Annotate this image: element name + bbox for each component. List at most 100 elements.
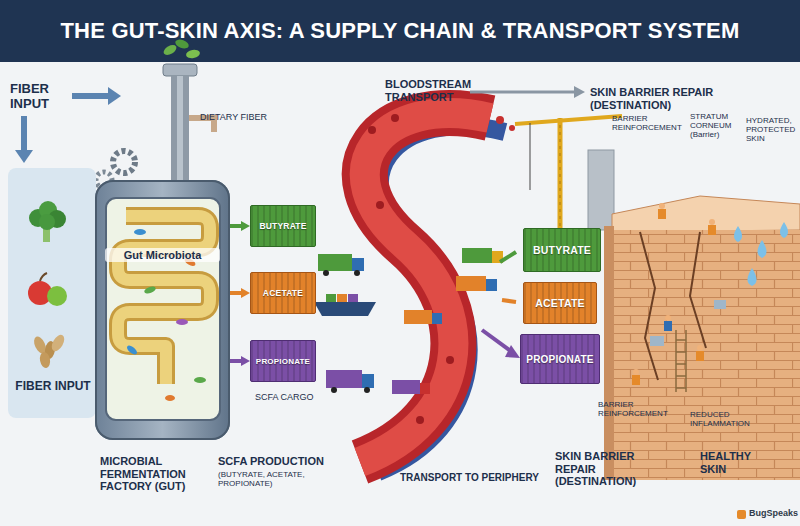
section-label: REDUCED INFLAMMATION bbox=[690, 410, 770, 428]
tank-window bbox=[106, 198, 220, 420]
ship-container bbox=[348, 294, 358, 302]
water-drop bbox=[734, 226, 742, 242]
worker bbox=[632, 375, 640, 385]
fiber-leaf bbox=[162, 43, 178, 57]
bacterium bbox=[134, 229, 146, 235]
factory-tank: Gut Microbiota bbox=[95, 180, 230, 440]
flow-arrow bbox=[21, 116, 27, 150]
ship-container bbox=[337, 294, 347, 302]
water-drop bbox=[758, 240, 767, 258]
bacterium bbox=[143, 285, 156, 295]
grain bbox=[49, 333, 67, 354]
worker bbox=[709, 219, 715, 225]
blood-cell bbox=[376, 201, 384, 209]
section-label: STRATUM CORNEUM (Barrier) bbox=[690, 112, 746, 140]
fiber-leaf bbox=[185, 49, 200, 59]
arrow-head bbox=[241, 356, 250, 366]
worker bbox=[659, 203, 665, 209]
truck-cab bbox=[432, 313, 442, 324]
ship-container bbox=[326, 294, 336, 302]
node-label: Gut Microbiota bbox=[105, 248, 220, 262]
blood-cell bbox=[416, 416, 424, 424]
container-label: PROPIONATE bbox=[256, 357, 310, 366]
building bbox=[588, 150, 614, 230]
blood-cell bbox=[509, 125, 515, 131]
worker bbox=[696, 351, 704, 361]
blood-cell bbox=[391, 114, 399, 122]
connector bbox=[230, 356, 250, 366]
delivery-arrow bbox=[502, 300, 516, 302]
flow-arrow bbox=[470, 91, 574, 94]
connector-line bbox=[230, 291, 241, 295]
truck-cargo bbox=[404, 310, 432, 324]
arrow-head bbox=[574, 86, 585, 98]
worker bbox=[664, 321, 672, 331]
broccoli bbox=[39, 214, 55, 230]
blood-cell bbox=[496, 116, 504, 124]
section-label: FIBER INPUT bbox=[12, 380, 94, 394]
delivery-arrow bbox=[482, 330, 512, 352]
container-label: BUTYRATE bbox=[259, 221, 306, 231]
bacterium bbox=[165, 395, 175, 401]
cargo-container: BUTYRATE bbox=[523, 228, 601, 272]
ladder bbox=[676, 330, 686, 392]
cargo-container: PROPIONATE bbox=[250, 340, 316, 382]
skin-side bbox=[604, 226, 614, 480]
watermark: BugSpeaks bbox=[749, 508, 799, 518]
section-label: HEALTHY SKIN bbox=[700, 450, 770, 475]
section-label: SKIN BARRIER REPAIR (DESTINATION) bbox=[590, 86, 790, 111]
truck-cab bbox=[362, 374, 374, 388]
crane-cable bbox=[530, 123, 531, 190]
arrow-head bbox=[505, 345, 520, 358]
flow-arrow bbox=[72, 93, 108, 99]
stratum-corneum bbox=[612, 196, 800, 232]
worker bbox=[708, 225, 716, 235]
bacterium bbox=[125, 344, 138, 356]
section-label: HYDRATED, PROTECTED SKIN bbox=[746, 116, 798, 144]
section-label: SKIN BARRIER REPAIR (DESTINATION) bbox=[555, 450, 673, 488]
fiber-panel bbox=[8, 168, 96, 418]
green-apple bbox=[47, 286, 67, 306]
section-label: BARRIER REINFORCEMENT bbox=[612, 114, 686, 132]
blood-vessel bbox=[360, 113, 490, 462]
grain bbox=[39, 351, 52, 368]
connector-line bbox=[230, 224, 241, 228]
arrow-head bbox=[241, 221, 250, 231]
header-band bbox=[0, 0, 800, 62]
container-label: PROPIONATE bbox=[526, 354, 593, 365]
section-label: (BUTYRATE, ACETATE, PROPIONATE) bbox=[218, 470, 338, 488]
truck-cargo bbox=[462, 248, 492, 263]
truck-cargo bbox=[318, 254, 352, 271]
section-label: BLOODSTREAM TRANSPORT bbox=[385, 78, 475, 103]
water-drop bbox=[748, 268, 757, 286]
cargo-container: BUTYRATE bbox=[250, 205, 316, 247]
logo-mark bbox=[737, 510, 746, 519]
connector bbox=[230, 288, 250, 298]
worker bbox=[633, 369, 639, 375]
crane-mast bbox=[558, 118, 563, 232]
truck-cargo bbox=[392, 380, 420, 394]
truck-cargo bbox=[456, 276, 486, 291]
truck-cab bbox=[420, 383, 430, 394]
connector-line bbox=[230, 359, 241, 363]
feed-pipe bbox=[171, 76, 189, 186]
water-drop bbox=[780, 222, 788, 238]
container-label: ACETATE bbox=[263, 288, 303, 298]
arrow-head bbox=[15, 150, 33, 163]
pipe-shine bbox=[177, 76, 183, 186]
container-label: ACETATE bbox=[535, 297, 584, 309]
skin-layers bbox=[612, 230, 800, 480]
truck-cargo bbox=[326, 370, 362, 388]
intestine-outline bbox=[118, 216, 210, 384]
section-label: TRANSPORT TO PERIPHERY bbox=[400, 472, 550, 484]
skin-crack bbox=[640, 232, 658, 380]
section-label: BARRIER REINFORCEMENT bbox=[598, 400, 674, 418]
apple-stem bbox=[40, 273, 47, 281]
section-label: FIBER INPUT bbox=[10, 82, 70, 112]
crane-lattice bbox=[560, 118, 561, 232]
skin-crack bbox=[690, 232, 706, 348]
worker bbox=[658, 209, 666, 219]
truck-cab bbox=[486, 279, 497, 291]
blood-cell bbox=[368, 126, 376, 134]
